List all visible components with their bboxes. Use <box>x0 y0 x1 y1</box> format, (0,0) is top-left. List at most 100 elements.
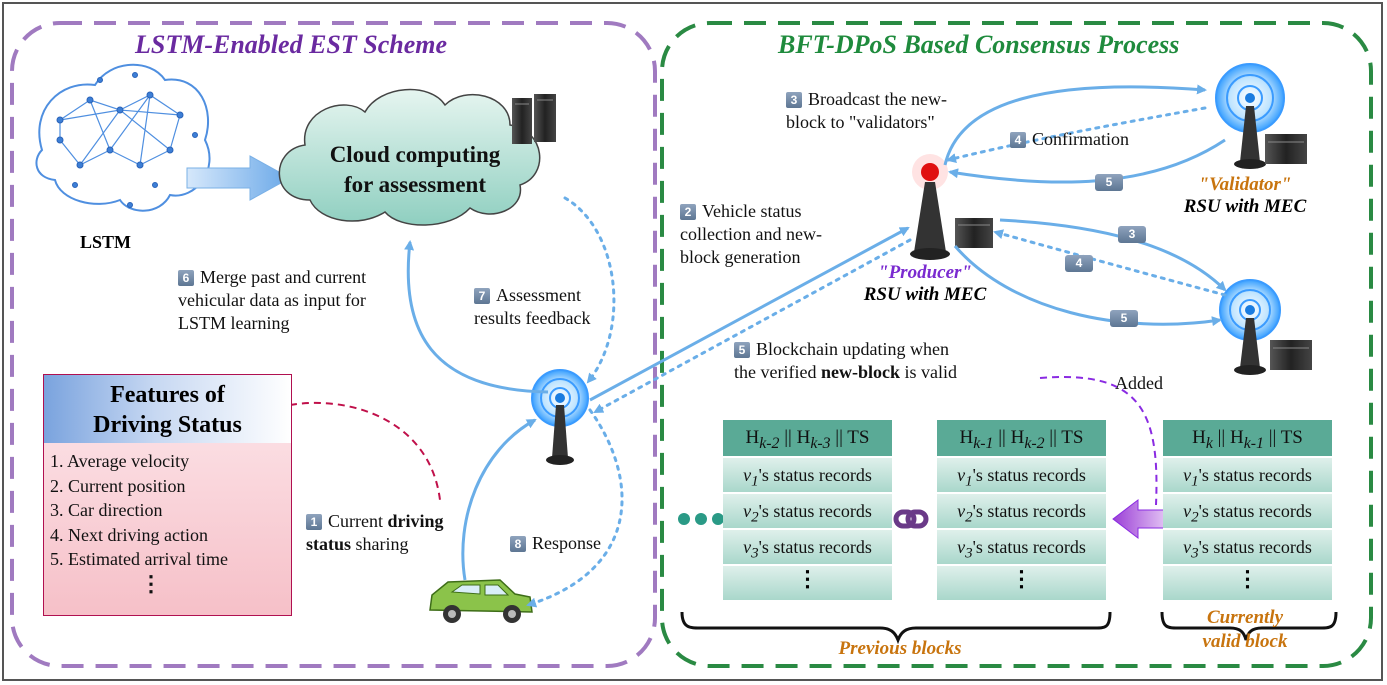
lstm-label: LSTM <box>80 232 132 252</box>
step-3-line1: Broadcast the new- <box>808 89 947 109</box>
block-more: ⋮ <box>1163 566 1332 600</box>
block-record: v2's status records <box>937 494 1106 530</box>
block-k-minus-1: Hk-2 || Hk-3 || TS v1's status records v… <box>723 420 892 600</box>
arrow-badge-5a: 5 <box>1095 174 1123 191</box>
block-more: ⋮ <box>937 566 1106 600</box>
current-block-brace <box>1160 611 1338 641</box>
step-4-badge: 4 <box>1010 132 1026 148</box>
features-title-line1: Features of <box>110 382 225 408</box>
step-2-line2: collection and new- <box>680 224 822 244</box>
step-3-text: 3 Broadcast the new- block to "validators… <box>786 88 947 134</box>
feature-item: 3. Car direction <box>50 500 163 520</box>
step-2-line1: Vehicle status <box>702 201 802 221</box>
step-7-text: 7 Assessment results feedback <box>474 284 590 330</box>
arrow-merge-to-cloud <box>404 240 549 394</box>
step-5-line2-pre: the verified <box>734 362 821 382</box>
features-connector <box>289 401 441 501</box>
producer-tower-icon <box>910 154 993 260</box>
arrow-assessment-feedback <box>563 196 616 384</box>
step-4-label: Confirmation <box>1032 129 1129 149</box>
feature-item: 4. Next driving action <box>50 524 208 545</box>
step-8-badge: 8 <box>510 536 526 552</box>
arrow-badge-3b: 3 <box>1118 226 1146 243</box>
add-block-arrow <box>1112 498 1171 540</box>
step-3-badge: 3 <box>786 92 802 108</box>
block-record: v3's status records <box>1163 530 1332 566</box>
step-1-pre: Current <box>328 511 388 531</box>
feature-item: 2. Current position <box>50 475 186 496</box>
arrow-response <box>526 408 624 608</box>
rsu-tower-icon <box>531 369 589 465</box>
added-label: Added <box>1115 373 1163 393</box>
step-7-line2: results feedback <box>474 308 591 328</box>
features-box: Features of Driving Status 1. Average ve… <box>43 374 292 616</box>
step-4-text: 4 Confirmation <box>1010 128 1129 151</box>
step-1-post: sharing <box>351 534 409 554</box>
step-6-badge: 6 <box>178 270 194 286</box>
step-3-line2: block to "validators" <box>786 112 935 132</box>
feature-item-more: ⋮ <box>140 570 162 596</box>
arrow-badge-4: 4 <box>1065 255 1093 272</box>
arrow-5-lower <box>953 245 1222 327</box>
features-title-line2: Driving Status <box>93 412 242 438</box>
step-2-text: 2 Vehicle status collection and new- bloc… <box>680 200 822 269</box>
step-8-label: Response <box>532 533 601 553</box>
block-record: v3's status records <box>937 530 1106 566</box>
block-record: v2's status records <box>723 494 892 530</box>
step-6-line3: LSTM learning <box>178 313 290 333</box>
arrow-confirmation <box>946 106 1207 163</box>
chain-link-icon <box>893 509 929 529</box>
step-7-badge: 7 <box>474 288 490 304</box>
block-record: v1's status records <box>937 458 1106 494</box>
arrow-blockchain-update <box>593 238 912 414</box>
car-icon <box>429 579 533 623</box>
current-block-label-line1: Currently <box>1206 607 1284 628</box>
previous-blocks-brace <box>680 611 1112 645</box>
step-2-badge: 2 <box>680 204 696 220</box>
block-header: Hk || Hk-1 || TS <box>1163 420 1332 458</box>
feature-item: 1. Average velocity <box>50 451 190 471</box>
step-6-line2: vehicular data as input for <box>178 290 366 310</box>
arrow-badge-5b: 5 <box>1110 310 1138 327</box>
validator-tower-icon-1 <box>1215 63 1307 169</box>
validator-desc: RSU with MEC <box>1183 196 1307 217</box>
producer-desc: RSU with MEC <box>863 284 987 305</box>
step-7-line1: Assessment <box>496 285 581 305</box>
current-block-label-line2: valid block <box>1202 631 1288 652</box>
block-k: Hk-1 || Hk-2 || TS v1's status records v… <box>937 420 1106 600</box>
cloud-label-line2: for assessment <box>343 172 487 197</box>
arrow-broadcast <box>943 84 1207 166</box>
left-region-title: LSTM-Enabled EST Scheme <box>135 30 448 59</box>
block-header: Hk-2 || Hk-3 || TS <box>723 420 892 458</box>
producer-label: "Producer" RSU with MEC <box>840 262 1010 306</box>
lstm-region-border <box>10 21 657 668</box>
block-record: v1's status records <box>723 458 892 494</box>
feature-item: 5. Estimated arrival time <box>50 549 228 569</box>
step-1-bold1: driving <box>387 511 444 531</box>
step-5-line2-post: is valid <box>899 362 957 382</box>
step-8-text: 8 Response <box>510 532 601 555</box>
validator-label: "Validator" RSU with MEC <box>1170 174 1320 218</box>
block-header: Hk-1 || Hk-2 || TS <box>937 420 1106 458</box>
consensus-region-border <box>660 21 1373 668</box>
block-record: v2's status records <box>1163 494 1332 530</box>
producer-name: "Producer" <box>878 262 972 283</box>
step-2-line3: block generation <box>680 247 801 267</box>
brain-icon <box>35 63 211 212</box>
arrow-broadcast-2 <box>999 218 1227 292</box>
validator-name: "Validator" <box>1198 174 1292 195</box>
cloud-shape <box>278 88 541 226</box>
arrow-rsu-to-producer <box>589 226 910 402</box>
step-5-line1: Blockchain updating when <box>756 339 949 359</box>
cloud-label: Cloud computing for assessment <box>305 140 525 200</box>
chain-ellipsis-icon <box>678 513 724 525</box>
block-current: Hk || Hk-1 || TS v1's status records v2'… <box>1163 420 1332 600</box>
validator-tower-icon-2 <box>1219 279 1312 375</box>
previous-blocks-label: Previous blocks <box>838 638 962 659</box>
step-5-line2-bold: new-block <box>820 362 900 382</box>
features-title: Features of Driving Status <box>44 375 291 443</box>
lstm-to-cloud-arrow <box>186 155 292 201</box>
